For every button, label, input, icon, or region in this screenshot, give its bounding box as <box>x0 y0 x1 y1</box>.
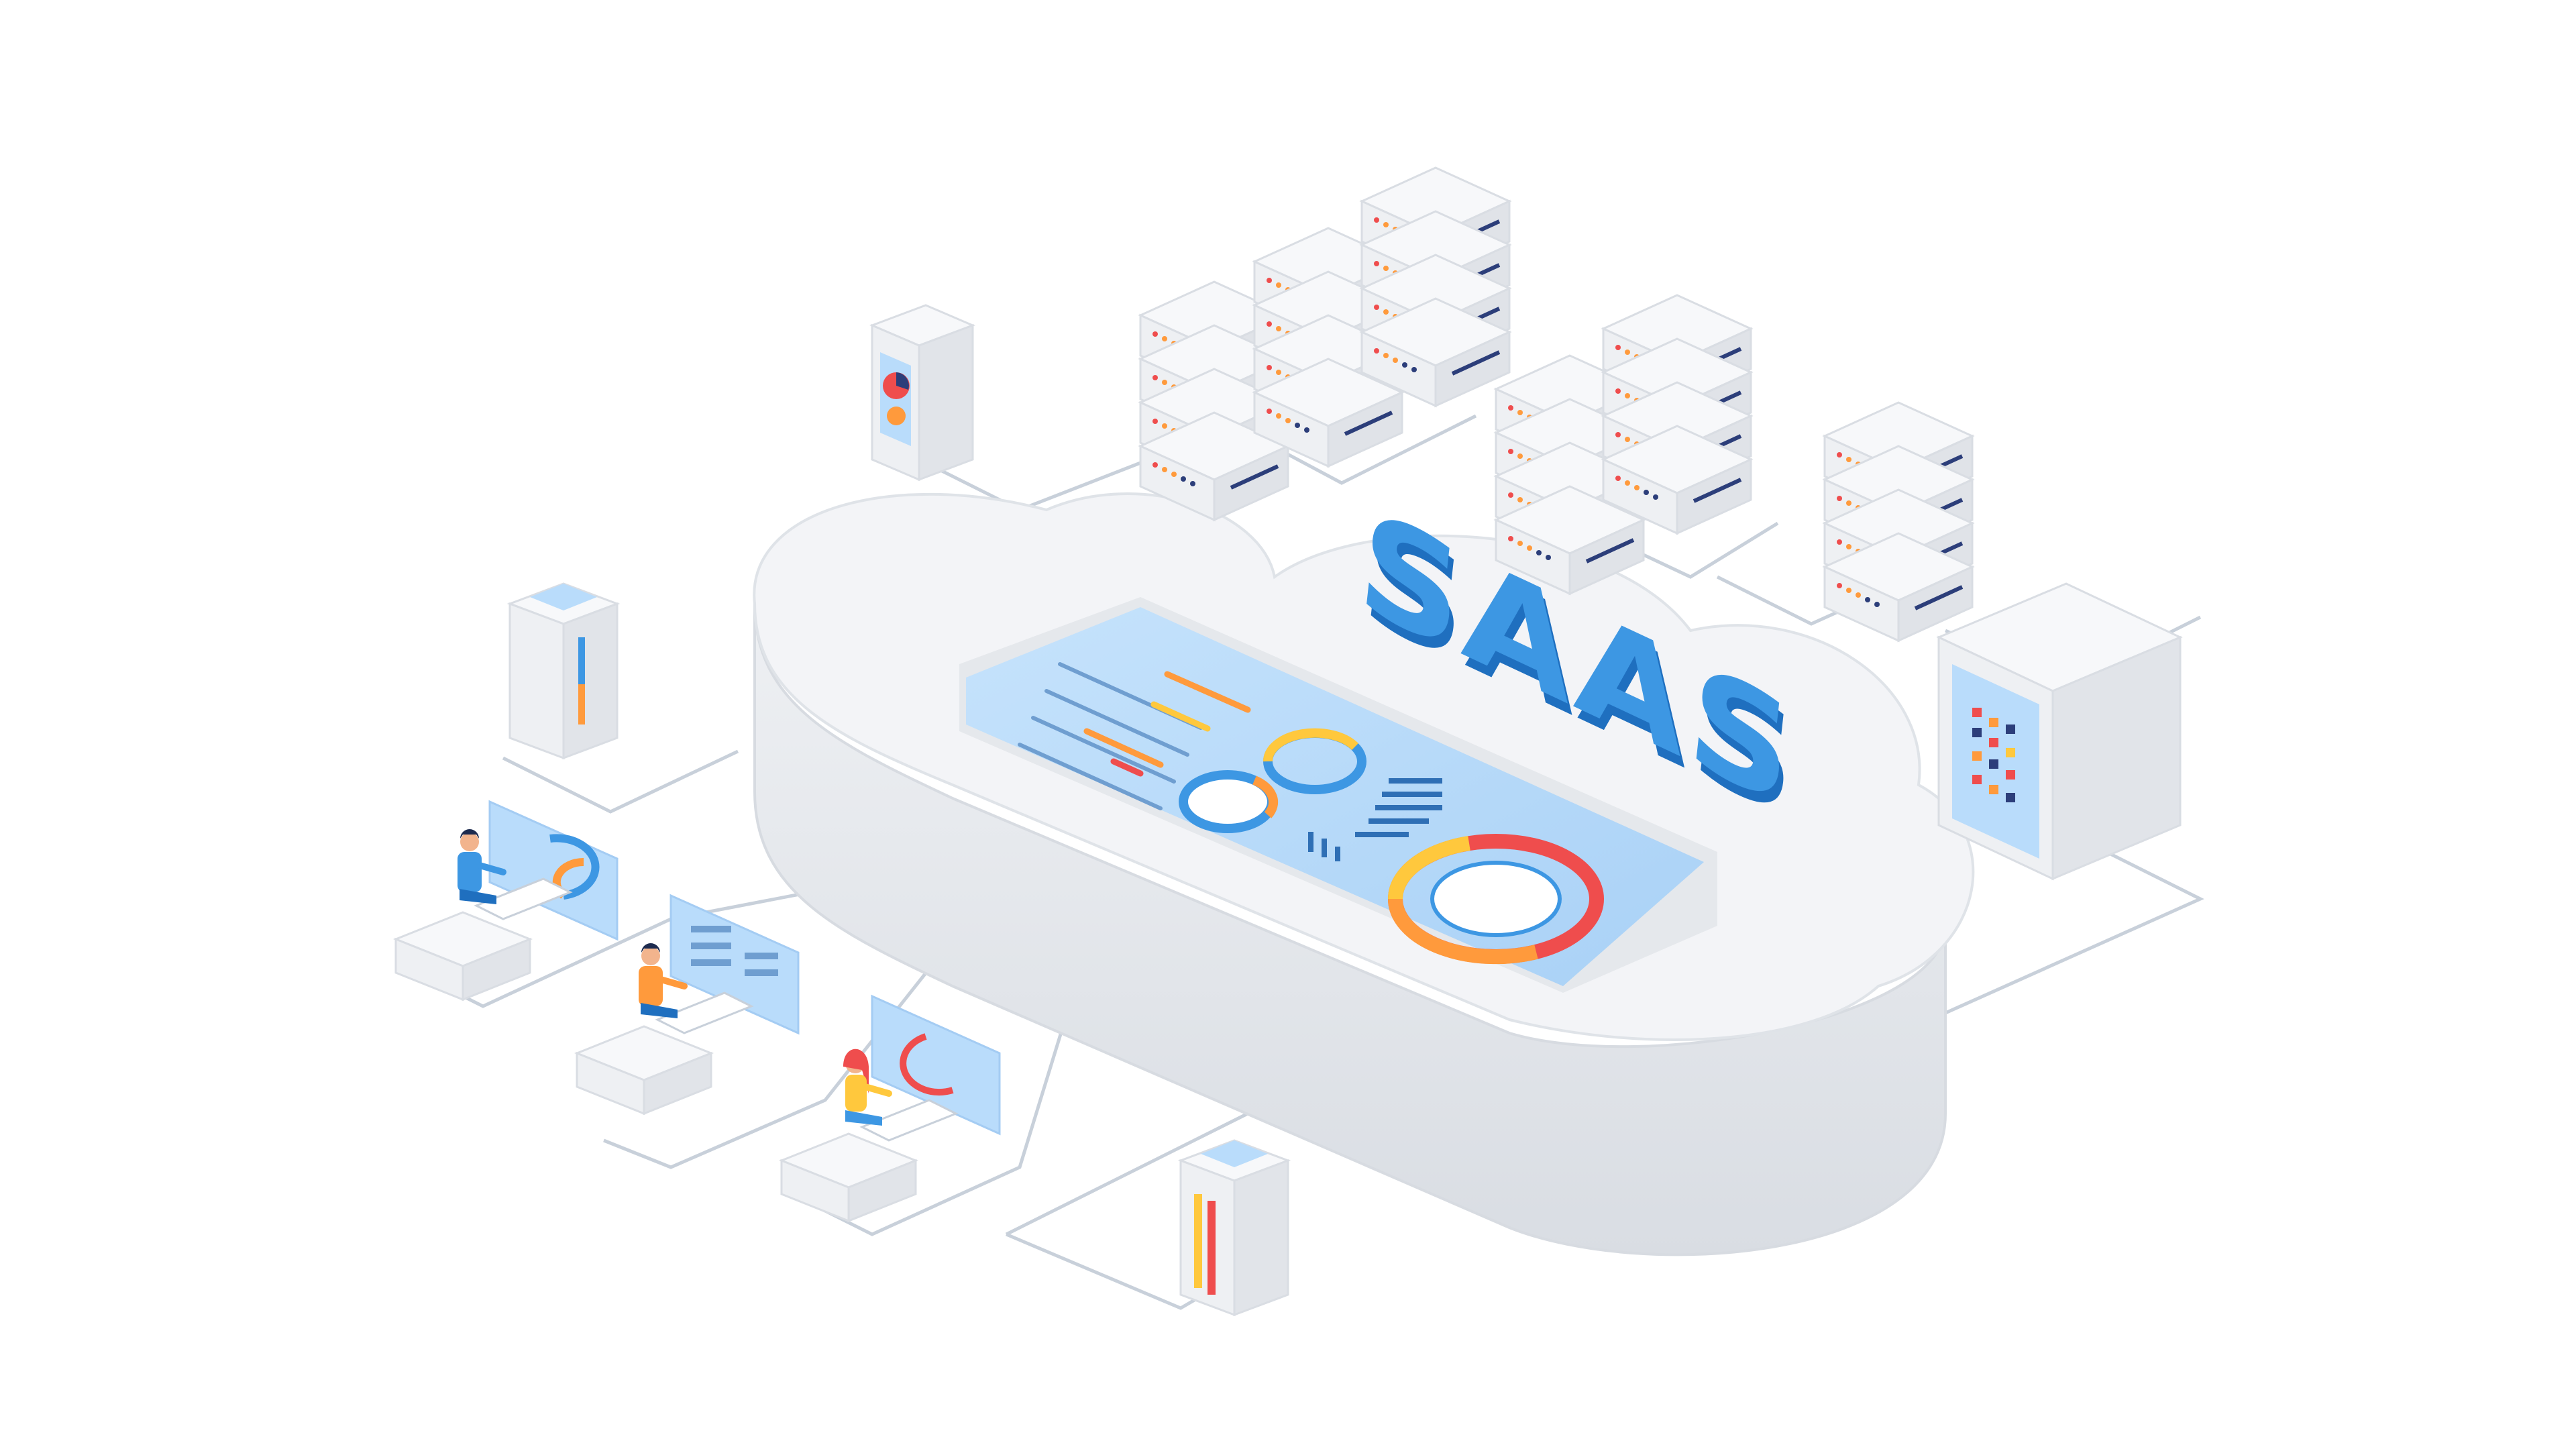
server-rack-5 <box>1603 295 1751 533</box>
bar-lines <box>1018 662 1251 810</box>
person-3 <box>843 1049 892 1126</box>
donut-chart-small-2 <box>1179 770 1279 833</box>
mini-bars <box>1308 832 1340 861</box>
person-workstation-3 <box>780 1049 959 1222</box>
floating-panel-3 <box>871 994 1001 1136</box>
person-workstation-1 <box>394 829 573 1001</box>
small-tower-top <box>869 304 976 482</box>
large-server-cabinet <box>1936 582 2183 881</box>
floating-panel-1 <box>488 800 619 941</box>
donut-chart-large <box>1387 834 1604 965</box>
person-workstation-2 <box>576 943 754 1115</box>
person-2 <box>639 943 688 1018</box>
cabinet-pixel-grid <box>1972 708 2015 802</box>
cloud-side <box>753 603 1947 1256</box>
donut-chart-small-1 <box>1263 728 1366 794</box>
person-1 <box>458 829 506 904</box>
server-rack-3 <box>1362 168 1509 406</box>
floating-panel-2 <box>669 894 800 1035</box>
data-grid <box>1355 778 1442 837</box>
small-tower-bottom <box>1177 1139 1291 1317</box>
small-tower-left <box>506 582 621 760</box>
dashboard-contents <box>1018 662 1604 965</box>
server-rack-6 <box>1825 402 1972 641</box>
